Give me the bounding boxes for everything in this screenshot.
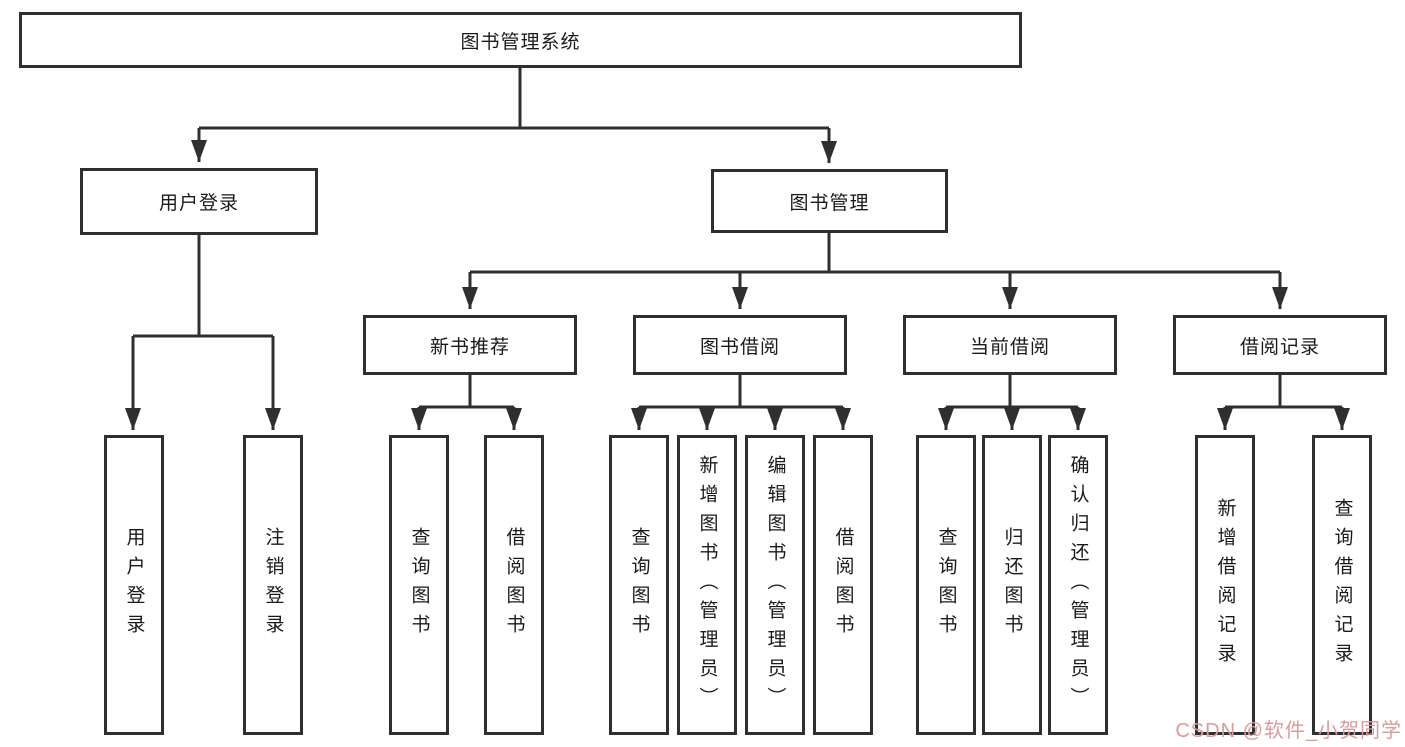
leaf-label: 确认归还（管理员） (1067, 454, 1089, 716)
leaf-label: 借阅图书 (832, 527, 854, 643)
node-leaf-cb-confirm-return-admin: 确认归还（管理员） (1048, 435, 1108, 735)
node-leaf-user-login: 用户登录 (104, 435, 164, 735)
node-new-book-recommend-label: 新书推荐 (429, 336, 510, 358)
node-book-borrow-label: 图书借阅 (699, 336, 780, 358)
node-leaf-cb-return-books: 归还图书 (982, 435, 1042, 735)
node-book-borrow: 图书借阅 (633, 315, 847, 375)
node-leaf-br-query-record: 查询借阅记录 (1312, 435, 1372, 735)
node-leaf-rec-query-books: 查询图书 (389, 435, 449, 735)
leaf-label: 借阅图书 (503, 527, 525, 643)
node-borrow-records: 借阅记录 (1173, 315, 1387, 375)
leaf-label: 新增图书（管理员） (696, 454, 718, 716)
node-leaf-logout: 注销登录 (243, 435, 303, 735)
leaf-label: 用户登录 (123, 527, 145, 643)
node-root-label: 图书管理系统 (460, 31, 581, 53)
node-leaf-bb-add-books-admin: 新增图书（管理员） (677, 435, 737, 735)
node-root-system: 图书管理系统 (19, 12, 1022, 68)
leaf-label: 查询图书 (628, 527, 650, 643)
node-leaf-bb-query-books: 查询图书 (609, 435, 669, 735)
node-user-login-label: 用户登录 (158, 193, 239, 214)
node-leaf-bb-edit-books-admin: 编辑图书（管理员） (745, 435, 805, 735)
leaf-label: 查询图书 (408, 527, 430, 643)
node-new-book-recommend: 新书推荐 (363, 315, 577, 375)
leaf-label: 查询图书 (935, 527, 957, 643)
node-user-login: 用户登录 (80, 168, 318, 235)
node-leaf-cb-query-books: 查询图书 (916, 435, 976, 735)
leaf-label: 查询借阅记录 (1331, 498, 1353, 672)
node-leaf-bb-borrow-books: 借阅图书 (813, 435, 873, 735)
leaf-label: 编辑图书（管理员） (764, 454, 786, 716)
node-current-borrow: 当前借阅 (903, 315, 1117, 375)
node-book-management-label: 图书管理 (789, 192, 870, 214)
node-leaf-rec-borrow-books: 借阅图书 (484, 435, 544, 735)
leaf-label: 新增借阅记录 (1214, 498, 1236, 672)
node-borrow-records-label: 借阅记录 (1239, 336, 1320, 358)
leaf-label: 归还图书 (1001, 527, 1023, 643)
node-leaf-br-add-record: 新增借阅记录 (1195, 435, 1255, 735)
node-current-borrow-label: 当前借阅 (969, 336, 1050, 358)
node-book-management: 图书管理 (711, 169, 948, 233)
csdn-watermark: CSDN @软件_小贺同学 (1175, 720, 1402, 742)
leaf-label: 注销登录 (262, 527, 284, 643)
